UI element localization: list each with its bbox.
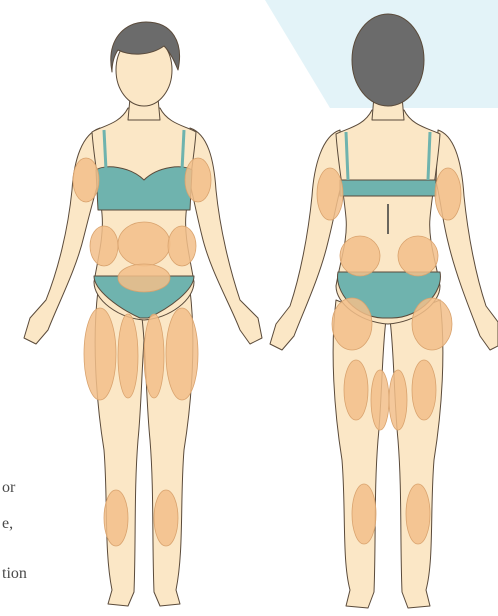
- zone-front-outer-thigh-right: [166, 308, 198, 400]
- zone-back-thigh-left-inner: [371, 370, 389, 430]
- zone-front-outer-thigh-left: [84, 308, 116, 400]
- zone-back-hip-right: [412, 298, 452, 350]
- zone-front-calf-left: [104, 490, 128, 546]
- zone-back-calf-left: [352, 484, 376, 544]
- zone-back-love-handle-left: [340, 236, 380, 276]
- text-fragment-3: tion: [2, 564, 27, 584]
- zone-front-inner-thigh-right: [144, 314, 164, 398]
- zone-back-upper-arm-left: [317, 168, 343, 220]
- zone-front-upper-arm-left: [73, 158, 99, 202]
- front-bra-strap-right: [182, 130, 184, 170]
- zone-front-flank-right: [168, 226, 196, 266]
- zone-back-hip-left: [332, 298, 372, 350]
- zone-back-thigh-left-outer: [344, 360, 368, 420]
- zone-front-lower-abdomen: [118, 264, 170, 292]
- zone-back-love-handle-right: [398, 236, 438, 276]
- zone-front-inner-thigh-left: [118, 314, 138, 398]
- text-fragment-1: or: [2, 478, 15, 498]
- back-bra-strap-left: [346, 132, 348, 180]
- back-left-arm: [270, 130, 342, 350]
- zone-front-upper-arm-right: [185, 158, 211, 202]
- back-bra: [340, 180, 436, 196]
- zone-front-flank-left: [90, 226, 118, 266]
- back-head: [352, 14, 424, 106]
- zone-back-calf-right: [406, 484, 430, 544]
- back-bra-strap-right: [428, 132, 430, 180]
- zone-front-abdomen: [118, 222, 170, 266]
- woman-front-body-icon: [24, 22, 262, 606]
- zone-front-calf-right: [154, 490, 178, 546]
- zone-back-upper-arm-right: [435, 168, 461, 220]
- text-fragment-2: e,: [2, 514, 13, 534]
- zone-back-thigh-right-outer: [412, 360, 436, 420]
- zone-back-thigh-right-inner: [389, 370, 407, 430]
- front-bra-strap-left: [104, 130, 106, 170]
